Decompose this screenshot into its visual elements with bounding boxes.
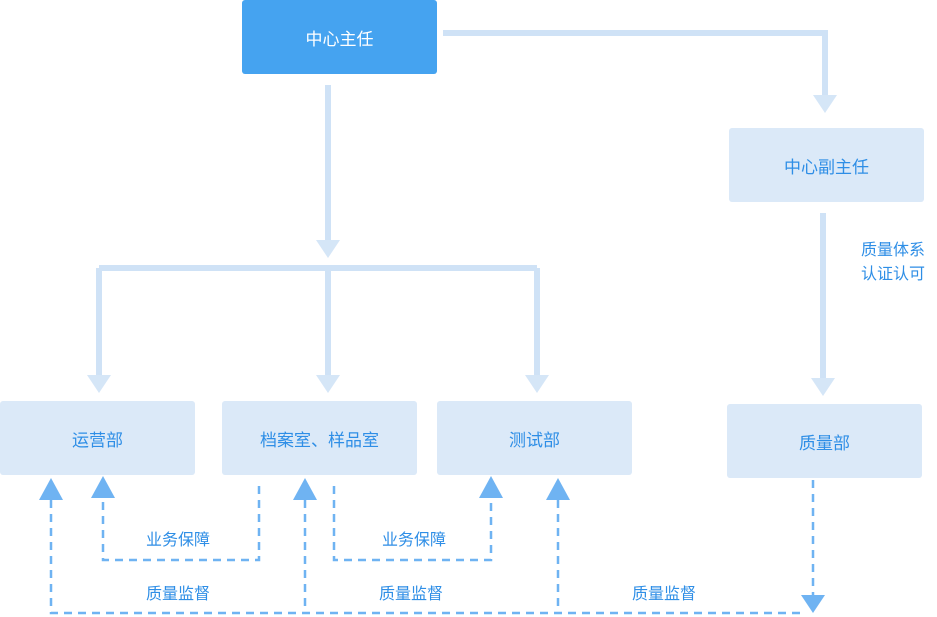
arrow-supervision-operations-icon bbox=[39, 478, 63, 500]
node-director[interactable]: 中心主任 bbox=[242, 0, 437, 74]
node-quality[interactable]: 质量部 bbox=[727, 404, 922, 478]
edge-label-supervision-mid: 质量监督 bbox=[379, 584, 444, 603]
arrow-support-testing-icon bbox=[479, 476, 503, 498]
node-operations-label: 运营部 bbox=[72, 430, 123, 451]
arrow-to-operations-icon bbox=[87, 375, 111, 393]
arrow-supervision-testing-icon bbox=[546, 478, 570, 500]
node-operations[interactable]: 运营部 bbox=[0, 401, 195, 475]
edge-label-qms-line1: 质量体系 bbox=[861, 240, 926, 259]
dashed-supervision-bottom bbox=[49, 500, 800, 615]
node-quality-label: 质量部 bbox=[799, 433, 850, 454]
edge-label-supervision-right: 质量监督 bbox=[632, 584, 697, 603]
edge-label-support-left: 业务保障 bbox=[146, 530, 211, 549]
edge-label-supervision-left: 质量监督 bbox=[146, 584, 211, 603]
arrow-quality-down-icon bbox=[801, 595, 825, 613]
node-testing-label: 测试部 bbox=[509, 430, 560, 451]
arrow-to-deputy-icon bbox=[813, 95, 837, 113]
arrow-support-operations-icon bbox=[91, 476, 115, 498]
node-archives[interactable]: 档案室、样品室 bbox=[222, 401, 417, 475]
node-archives-label: 档案室、样品室 bbox=[260, 430, 379, 451]
arrow-director-down-icon bbox=[316, 240, 340, 258]
arrow-to-quality-icon bbox=[811, 378, 835, 396]
arrow-supervision-archives-icon bbox=[293, 478, 317, 500]
edge-label-support-right: 业务保障 bbox=[382, 530, 447, 549]
connector-director-to-deputy bbox=[443, 30, 828, 95]
arrow-to-archives-icon bbox=[316, 375, 340, 393]
node-deputy-director[interactable]: 中心副主任 bbox=[729, 128, 924, 202]
dashed-support-left bbox=[101, 486, 261, 562]
node-director-label: 中心主任 bbox=[305, 29, 374, 50]
arrow-to-testing-icon bbox=[525, 375, 549, 393]
node-testing[interactable]: 测试部 bbox=[437, 401, 632, 475]
node-deputy-director-label: 中心副主任 bbox=[784, 157, 869, 178]
edge-label-qms-line2: 认证认可 bbox=[861, 264, 926, 283]
